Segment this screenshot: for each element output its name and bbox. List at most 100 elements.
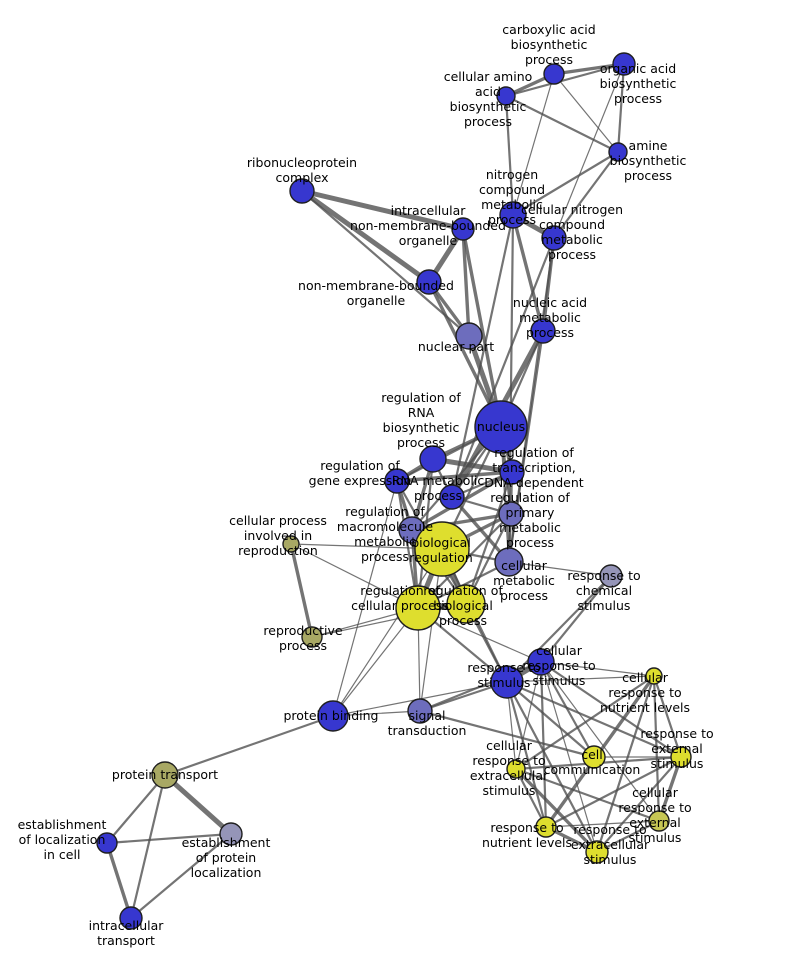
graph-node-nitrogen-compound-metabolic-process[interactable] [499,201,527,229]
graph-node-signal-transduction[interactable] [407,698,433,724]
graph-node-nucleus[interactable] [474,400,528,454]
graph-edge [504,94,515,217]
graph-edge [300,189,471,338]
graph-edge [418,660,543,713]
node-label-protein-binding: protein binding [283,708,378,723]
graph-edge [450,213,515,499]
graph-edge [163,714,335,777]
graph-node-regulation-of-primary-metabolic-process[interactable] [498,501,524,527]
graph-edge [105,773,167,845]
graph-edge [129,773,167,920]
graph-node-cellular-response-to-nutrient-levels[interactable] [645,667,663,685]
graph-node-response-to-nutrient-levels[interactable] [535,816,557,838]
graph-edge [552,150,620,240]
graph-node-regulation-of-cellular-process[interactable] [395,585,441,631]
graph-node-cellular-response-to-stimulus[interactable] [527,648,555,676]
graph-edge [514,767,661,823]
graph-edge [504,94,620,154]
graph-node-biological-regulation[interactable] [414,521,470,577]
graph-edge [506,675,655,683]
graph-node-intracellular-non-membrane-bounded-organelle[interactable] [451,217,475,241]
graph-node-response-to-chemical-stimulus[interactable] [599,564,623,588]
graph-edge [129,832,233,920]
graph-node-regulation-of-transcription-dna-dependent[interactable] [499,459,525,485]
graph-node-regulation-of-rna-biosynthetic-process[interactable] [419,445,447,473]
graph-node-response-to-external-stimulus[interactable] [670,746,692,768]
graph-edge [595,674,656,854]
graph-edge [504,62,626,98]
graph-edge [553,73,619,153]
nodes-layer [96,52,692,930]
graph-edge [290,543,419,609]
graph-edge [514,767,548,829]
graph-edge [299,188,466,232]
graph-node-response-to-stimulus[interactable] [490,665,524,699]
graph-edge [545,820,660,828]
graph-node-cellular-nitrogen-compound-metabolic-process[interactable] [541,225,567,251]
graph-edge [418,709,596,759]
graph-edge [505,680,548,829]
graph-edge [511,150,620,217]
graph-edge [616,62,626,154]
graph-node-amine-biosynthetic-process[interactable] [608,142,628,162]
graph-node-ribonucleoprotein-complex[interactable] [289,178,315,204]
graph-edge [289,542,314,639]
graph-node-cellular-amino-acid-biosynthetic-process[interactable] [496,86,516,106]
graph-edge [540,661,660,822]
graph-node-protein-transport[interactable] [151,761,179,789]
graph-edge [105,832,233,845]
graph-node-response-to-extracellular-stimulus[interactable] [585,840,609,864]
graph-edge [332,548,443,717]
graph-node-cellular-process-involved-in-reproduction[interactable] [282,535,300,553]
graph-edge [162,772,234,837]
graph-edge [464,470,514,606]
graph-edge [450,236,556,499]
graph-node-cell-communication[interactable] [582,745,606,769]
graph-edge [511,213,545,333]
graph-node-nucleic-acid-metabolic-process[interactable] [530,318,556,344]
graph-node-protein-binding[interactable] [317,700,349,732]
graph-node-regulation-of-biological-process[interactable] [446,584,486,624]
graph-node-establishment-of-localization-in-cell[interactable] [96,832,118,854]
graph-node-cellular-response-to-extracellular-stimulus[interactable] [506,759,526,779]
graph-node-cellular-metabolic-process[interactable] [494,547,524,577]
graph-node-regulation-of-gene-expression[interactable] [384,468,410,494]
graph-node-establishment-of-protein-localization[interactable] [219,822,243,846]
graph-node-organic-acid-biosynthetic-process[interactable] [612,52,636,76]
graph-node-reproductive-process[interactable] [301,626,323,648]
graph-edge [514,767,599,854]
graph-edge [515,661,542,770]
graph-node-rna-metabolic-process[interactable] [439,484,465,510]
graph-node-carboxylic-acid-biosynthetic-process[interactable] [543,63,565,85]
graph-node-cellular-response-to-external-stimulus[interactable] [648,810,670,832]
graph-edge [544,755,683,829]
graph-node-non-membrane-bounded-organelle[interactable] [416,269,442,295]
graph-edge [461,227,471,338]
graph-node-intracellular-transport[interactable] [119,906,143,930]
graph-node-nuclear-part[interactable] [455,322,483,350]
